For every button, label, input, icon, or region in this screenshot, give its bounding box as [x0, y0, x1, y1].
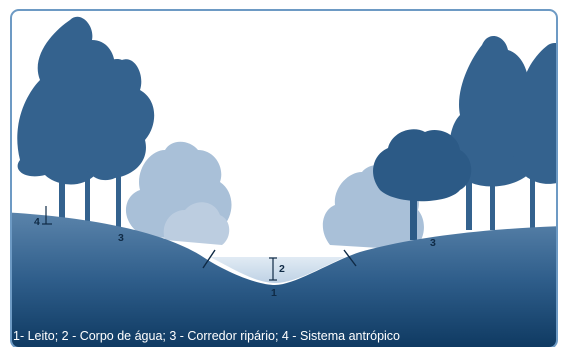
- frame-border: [10, 9, 558, 347]
- label-1: 1: [271, 287, 277, 299]
- label-2: 2: [279, 263, 285, 275]
- bank-marker-left: [202, 249, 216, 269]
- left-dark-trees: [17, 16, 155, 230]
- label-3-left: 3: [118, 232, 124, 244]
- bank-marker-right: [343, 249, 357, 267]
- left-light-trees: [125, 141, 232, 245]
- water-body: [210, 257, 345, 283]
- label-4: 4: [34, 216, 40, 228]
- right-dark-trees: [449, 35, 557, 230]
- right-medium-tree: [373, 129, 472, 240]
- ground: [11, 212, 557, 347]
- caption: 1- Leito; 2 - Corpo de água; 3 - Corredo…: [13, 329, 400, 343]
- label-3-right: 3: [430, 237, 436, 249]
